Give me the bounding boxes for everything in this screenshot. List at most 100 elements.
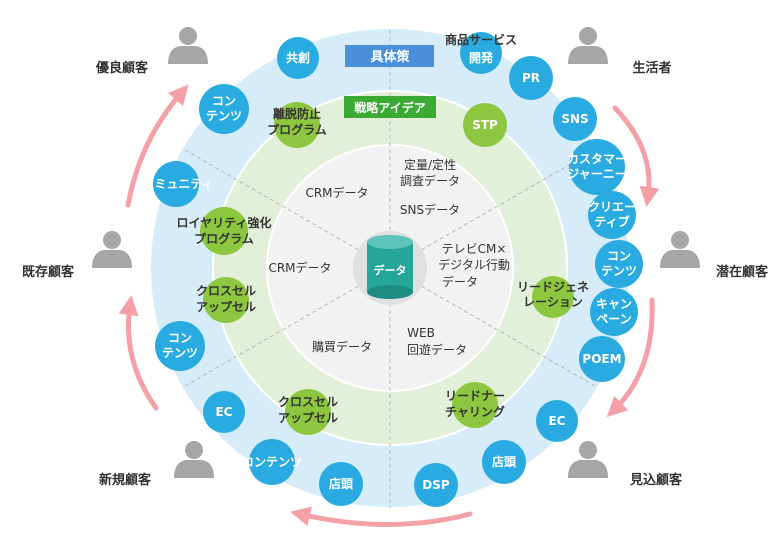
svg-text:プログラム: プログラム xyxy=(267,122,327,137)
sns-data-label: SNSデータ xyxy=(400,202,460,217)
person-label-senzai: 潜在顧客 xyxy=(716,264,769,280)
node-tento-bottom-left: 店頭 xyxy=(319,462,363,506)
person-icon xyxy=(168,27,208,64)
node-pr: PR xyxy=(509,56,553,100)
node-cross-bottom: クロスセル アップセル xyxy=(278,389,338,435)
node-community: コミュニティ xyxy=(142,161,214,207)
node-ridatsu: 離脱防止 プログラム xyxy=(267,102,327,148)
kobai-label: 購買データ xyxy=(312,339,372,354)
node-sns: SNS xyxy=(553,97,597,141)
node-kyoso: 共創 xyxy=(277,37,319,79)
svg-text:DSP: DSP xyxy=(422,478,450,492)
svg-text:STP: STP xyxy=(472,118,498,132)
node-contents-bottom-left: コンテンツ xyxy=(242,439,302,485)
cycle-arrows xyxy=(118,84,660,527)
svg-text:レーション: レーション xyxy=(523,295,583,309)
node-dsp: DSP xyxy=(414,463,458,507)
person-icon xyxy=(568,27,608,64)
node-creative: クリエー ティブ xyxy=(588,191,636,239)
web-label-2: 回遊データ xyxy=(407,342,467,357)
node-ec-right: EC xyxy=(536,400,578,442)
node-campaign: キャン ペーン xyxy=(590,288,638,336)
svg-text:カスタマー: カスタマー xyxy=(567,152,627,166)
svg-text:クリエー: クリエー xyxy=(588,200,636,214)
node-leadgen: リードジェネ レーション xyxy=(517,276,589,318)
gutaisaku-label: 具体策 xyxy=(370,49,410,65)
arrow-bottom xyxy=(290,506,473,527)
person-icon xyxy=(660,231,700,268)
node-contents-top-left: コン テンツ xyxy=(199,84,249,134)
arrow-top-right xyxy=(612,105,660,207)
crm-top-label: CRMデータ xyxy=(305,185,368,200)
center-data-label: データ xyxy=(374,263,407,277)
svg-text:クロスセル: クロスセル xyxy=(196,284,256,298)
svg-text:クロスセル: クロスセル xyxy=(278,395,338,409)
person-icon xyxy=(92,231,132,268)
node-product-dev: 商品サービス 開発 xyxy=(445,32,517,74)
node-contents-right: コン テンツ xyxy=(595,240,643,288)
gutaisaku-band xyxy=(345,45,434,67)
arrow-bottom-left xyxy=(118,295,159,411)
svg-text:アップセル: アップセル xyxy=(278,410,338,425)
tv-label-2: デジタル行動 xyxy=(438,257,510,272)
teiryo-label-2: 調査データ xyxy=(400,173,460,188)
svg-text:ペーン: ペーン xyxy=(596,312,631,326)
node-ec-left: EC xyxy=(203,391,245,433)
svg-text:リードナー: リードナー xyxy=(445,389,505,403)
svg-text:キャン: キャン xyxy=(596,297,632,311)
svg-text:商品サービス: 商品サービス xyxy=(445,32,517,47)
svg-text:テンツ: テンツ xyxy=(162,346,198,360)
tv-label-3: データ xyxy=(442,274,478,289)
node-tento-bottom-right: 店頭 xyxy=(482,440,526,484)
tv-label-1: テレビCM× xyxy=(442,242,507,256)
svg-text:ロイヤリティ強化: ロイヤリティ強化 xyxy=(177,215,272,230)
node-stp: STP xyxy=(463,103,507,147)
person-icon xyxy=(174,441,214,478)
person-label-mikomi: 見込顧客 xyxy=(629,472,683,488)
senryaku-band xyxy=(344,96,436,118)
svg-text:コンテンツ: コンテンツ xyxy=(242,455,302,469)
node-cross-left: クロスセル アップセル xyxy=(196,277,256,323)
svg-text:アップセル: アップセル xyxy=(196,299,256,314)
node-nurturing: リードナー チャリング xyxy=(445,382,505,428)
node-customer-journey: カスタマー ジャーニー xyxy=(567,139,627,195)
svg-text:店頭: 店頭 xyxy=(492,454,517,469)
data-cylinder: データ xyxy=(353,231,427,305)
person-icon xyxy=(568,441,608,478)
inner-labels: CRMデータ 定量/定性 調査データ SNSデータ CRMデータ テレビCM× … xyxy=(268,157,509,357)
svg-text:ティブ: ティブ xyxy=(594,214,629,229)
svg-text:共創: 共創 xyxy=(286,50,310,65)
svg-text:テンツ: テンツ xyxy=(206,109,242,123)
blue-nodes: 共創 コン テンツ コミュニティ コン テンツ EC コンテンツ 店頭 xyxy=(142,32,643,507)
person-label-seikatsusha: 生活者 xyxy=(632,60,671,76)
crm-left-label: CRMデータ xyxy=(268,260,331,275)
node-contents-mid-left: コン テンツ xyxy=(155,321,205,371)
svg-text:PR: PR xyxy=(522,71,540,85)
teiryo-label-1: 定量/定性 xyxy=(404,157,456,172)
svg-text:EC: EC xyxy=(215,405,232,419)
svg-text:チャリング: チャリング xyxy=(445,404,505,419)
svg-text:プログラム: プログラム xyxy=(194,231,254,246)
person-label-shinki: 新規顧客 xyxy=(99,472,152,488)
svg-text:ジャーニー: ジャーニー xyxy=(567,167,626,181)
arrow-top-left xyxy=(125,84,189,208)
svg-text:EC: EC xyxy=(548,414,565,428)
green-nodes: STP 離脱防止 プログラム ロイヤリティ強化 プログラム クロスセル アップセ… xyxy=(177,102,589,435)
person-label-yuryo: 優良顧客 xyxy=(95,60,149,76)
svg-text:離脱防止: 離脱防止 xyxy=(273,106,321,121)
svg-text:SNS: SNS xyxy=(561,112,588,126)
svg-text:テンツ: テンツ xyxy=(601,264,637,278)
node-loyalty: ロイヤリティ強化 プログラム xyxy=(177,207,272,255)
svg-text:コン: コン xyxy=(607,249,631,263)
svg-text:POEM: POEM xyxy=(582,352,621,366)
svg-text:店頭: 店頭 xyxy=(329,476,354,491)
svg-text:リードジェネ: リードジェネ xyxy=(517,280,589,294)
svg-text:開発: 開発 xyxy=(469,50,494,65)
person-label-kison: 既存顧客 xyxy=(22,264,75,280)
svg-text:コン: コン xyxy=(212,94,236,108)
node-poem: POEM xyxy=(579,336,625,382)
arrow-bottom-right xyxy=(606,297,655,417)
svg-text:コミュニティ: コミュニティ xyxy=(142,177,213,191)
